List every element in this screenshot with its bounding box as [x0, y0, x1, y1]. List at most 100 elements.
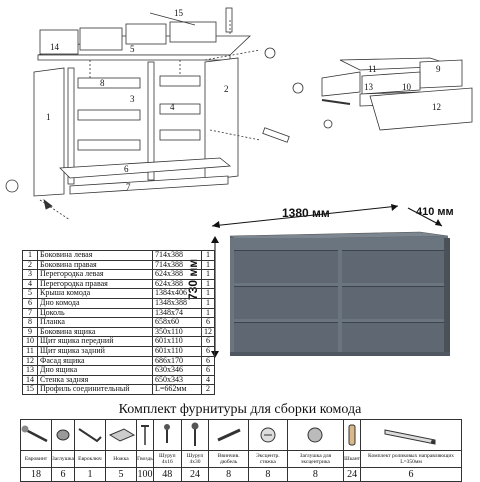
part-qty: 2	[201, 384, 215, 395]
part-qty: 6	[201, 317, 215, 328]
kit-item-qty: 24	[180, 467, 210, 482]
part-name: Щит ящика задний	[37, 345, 153, 357]
kit-item-qty: 24	[343, 467, 362, 482]
part-qty: 6	[201, 336, 215, 347]
part-number: 10	[22, 336, 38, 347]
part-size: 658x60	[152, 317, 202, 328]
callout-12: 12	[432, 102, 441, 112]
kit-item-qty: 5	[104, 467, 137, 482]
part-size: 601x110	[152, 336, 202, 347]
part-number: 11	[22, 345, 38, 357]
callout-15: 15	[174, 8, 184, 18]
kit-item-qty: 48	[152, 467, 182, 482]
dowel-screw-icon	[208, 419, 249, 451]
drawer-side	[419, 59, 463, 89]
kit-item-qty: 6	[360, 467, 462, 482]
part-name: Щит ящика передний	[37, 336, 153, 347]
kit-item-label: Шкант	[343, 450, 362, 468]
callout-6: 6	[124, 164, 129, 174]
drawer-front	[342, 286, 444, 319]
callout-2: 2	[224, 84, 229, 94]
kit-item-label: Заглушка для эксцентрика	[286, 450, 345, 468]
kit-item-label: Шуруп 4х30	[180, 450, 210, 468]
hex-key-icon	[73, 419, 106, 451]
drawer-back-panel	[361, 71, 421, 95]
callout-5: 5	[130, 44, 135, 54]
plinth-front	[230, 352, 450, 356]
callout-4: 4	[170, 102, 175, 112]
back-panel	[169, 21, 217, 43]
drawer-front	[234, 286, 338, 319]
part-number: 3	[22, 269, 38, 280]
part-size: 601x110	[152, 345, 202, 357]
drawer-slats	[77, 75, 201, 151]
drawer-front	[342, 322, 444, 353]
kit-item-qty: 1	[73, 467, 106, 482]
eccentric-plug-icon	[286, 419, 345, 451]
callout-1: 1	[46, 112, 51, 122]
part-size: L=662мм	[152, 384, 202, 395]
part-name: Дно комода	[37, 297, 153, 309]
width-dimension: 1380 мм	[282, 206, 330, 220]
callout-9: 9	[436, 64, 441, 74]
kit-item-label: Евровинт	[20, 450, 52, 468]
kit-item-label: Эксцентр. стяжка	[247, 450, 288, 468]
callout-7: 7	[126, 182, 131, 192]
nail-icon	[135, 419, 154, 451]
left-side-panel	[33, 67, 65, 197]
back-panel	[79, 27, 123, 51]
leg-icon	[104, 419, 137, 451]
eccentric-detail-icon	[5, 179, 19, 193]
drawer-front	[234, 322, 338, 353]
depth-dimension: 410 мм	[416, 206, 454, 218]
kit-item-qty: 8	[208, 467, 249, 482]
kit-item-label: Ввинчив. дюбель	[208, 450, 249, 468]
drawer-front	[342, 250, 444, 283]
part-number: 6	[22, 297, 38, 309]
kit-item-label: Заглушка	[51, 450, 75, 468]
screw-small-icon	[152, 419, 182, 451]
callout-10: 10	[402, 82, 412, 92]
back-panel	[125, 23, 167, 45]
drawer-front	[234, 250, 338, 283]
cam-detail-icon	[292, 82, 304, 94]
part-size: 1348x388	[152, 297, 202, 309]
part-number: 1	[22, 250, 38, 261]
left-partition	[67, 67, 75, 185]
kit-item-label: Шуруп 4х16	[152, 450, 182, 468]
part-qty: 1	[201, 269, 215, 280]
drawer-exploded-view	[321, 57, 473, 131]
drawer-facade	[369, 87, 473, 131]
part-number: 15	[22, 384, 38, 395]
callout-14: 14	[50, 42, 60, 52]
kit-item-qty: 18	[20, 467, 52, 482]
part-size: 714x388	[152, 250, 202, 261]
bottom-panel	[59, 157, 232, 179]
right-partition	[147, 61, 155, 181]
callout-13: 13	[364, 82, 374, 92]
callout-8: 8	[100, 78, 105, 88]
kit-item-qty: 6	[51, 467, 75, 482]
part-number: 13	[22, 365, 38, 376]
part-size: 624x388	[152, 269, 202, 280]
dowel-icon	[343, 419, 362, 451]
part-qty: 1	[201, 297, 215, 309]
assembly-diagram: 1 2 3 4 5 6 7 8 9 10 11 12 13 14 15	[5, 7, 473, 250]
back-panel	[39, 29, 79, 55]
part-qty: 6	[201, 365, 215, 376]
right-side-panel	[204, 57, 239, 181]
carcass-exploded-view	[33, 12, 261, 221]
euroscrew-icon	[20, 419, 52, 451]
part-number: 8	[22, 317, 38, 328]
part-name: Перегородка левая	[37, 269, 153, 280]
part-size: 630x346	[152, 365, 202, 376]
part-name: Боковина левая	[37, 250, 153, 261]
